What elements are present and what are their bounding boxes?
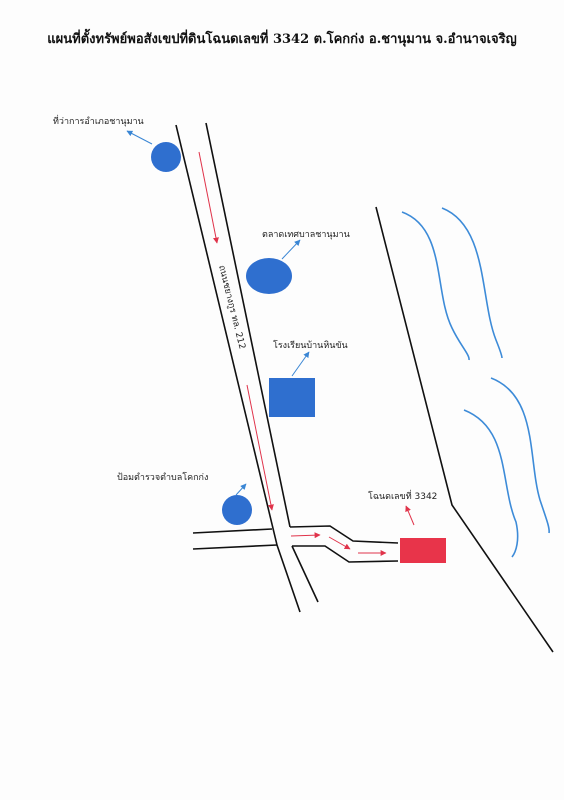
water-waves: [401, 207, 550, 558]
route-arrow: [246, 384, 274, 511]
district-office-marker: [151, 142, 181, 172]
main-road-edge-left-south: [276, 544, 301, 613]
route-arrow: [198, 151, 219, 244]
route-arrows: [198, 151, 387, 556]
parcel-label: โฉนดเลขที่ 3342: [368, 489, 437, 502]
water-wave: [463, 409, 519, 558]
landmark-police-box: ป้อมตำรวจตำบลโคกก่ง: [117, 472, 252, 525]
municipal-market-label: ตลาดเทศบาลชานุมาน: [262, 230, 350, 240]
map-title: แผนที่ตั้งทรัพย์พอสังเขปที่ดินโฉนดเลขที่…: [47, 32, 517, 47]
pointer-arrow: [281, 239, 301, 260]
police-box-marker: [222, 495, 252, 525]
school-marker: [269, 378, 315, 417]
landmark-municipal-market: ตลาดเทศบาลชานุมาน: [246, 230, 350, 294]
main-road: [175, 122, 319, 613]
water-wave: [490, 377, 550, 534]
municipal-market-marker: [246, 258, 292, 294]
road-label: ถนนชยางกูร ทล. 212: [216, 264, 247, 350]
side-road-west-top: [192, 528, 273, 534]
school-label: โรงเรียนบ้านหินขัน: [273, 340, 348, 351]
side-road-west: [192, 528, 278, 550]
water-wave: [401, 211, 470, 361]
police-box-label: ป้อมตำรวจตำบลโคกก่ง: [117, 472, 208, 483]
route-arrow: [290, 532, 321, 539]
district-office-label: ที่ว่าการอำเภอชานุมาน: [53, 114, 144, 127]
river-bank: [375, 206, 554, 653]
landmark-school: โรงเรียนบ้านหินขัน: [269, 340, 348, 417]
pointer-arrow: [126, 130, 153, 145]
side-road-east-bottom: [292, 545, 399, 563]
side-road-east: [289, 525, 399, 563]
route-arrow: [328, 536, 351, 550]
landmark-district-office: ที่ว่าการอำเภอชานุมาน: [53, 114, 181, 172]
main-road-edge-right: [205, 122, 291, 528]
main-road-edge-left: [175, 124, 278, 546]
side-road-west-bottom: [192, 544, 278, 550]
main-road-edge-right-south: [291, 545, 319, 603]
pointer-arrow: [291, 351, 310, 377]
pointer-arrow: [235, 483, 247, 496]
water-wave: [441, 207, 503, 359]
pointer-arrow: [405, 505, 415, 526]
landmark-parcel: โฉนดเลขที่ 3342: [368, 489, 446, 563]
side-road-east-top: [289, 525, 399, 544]
parcel-marker: [400, 538, 446, 563]
